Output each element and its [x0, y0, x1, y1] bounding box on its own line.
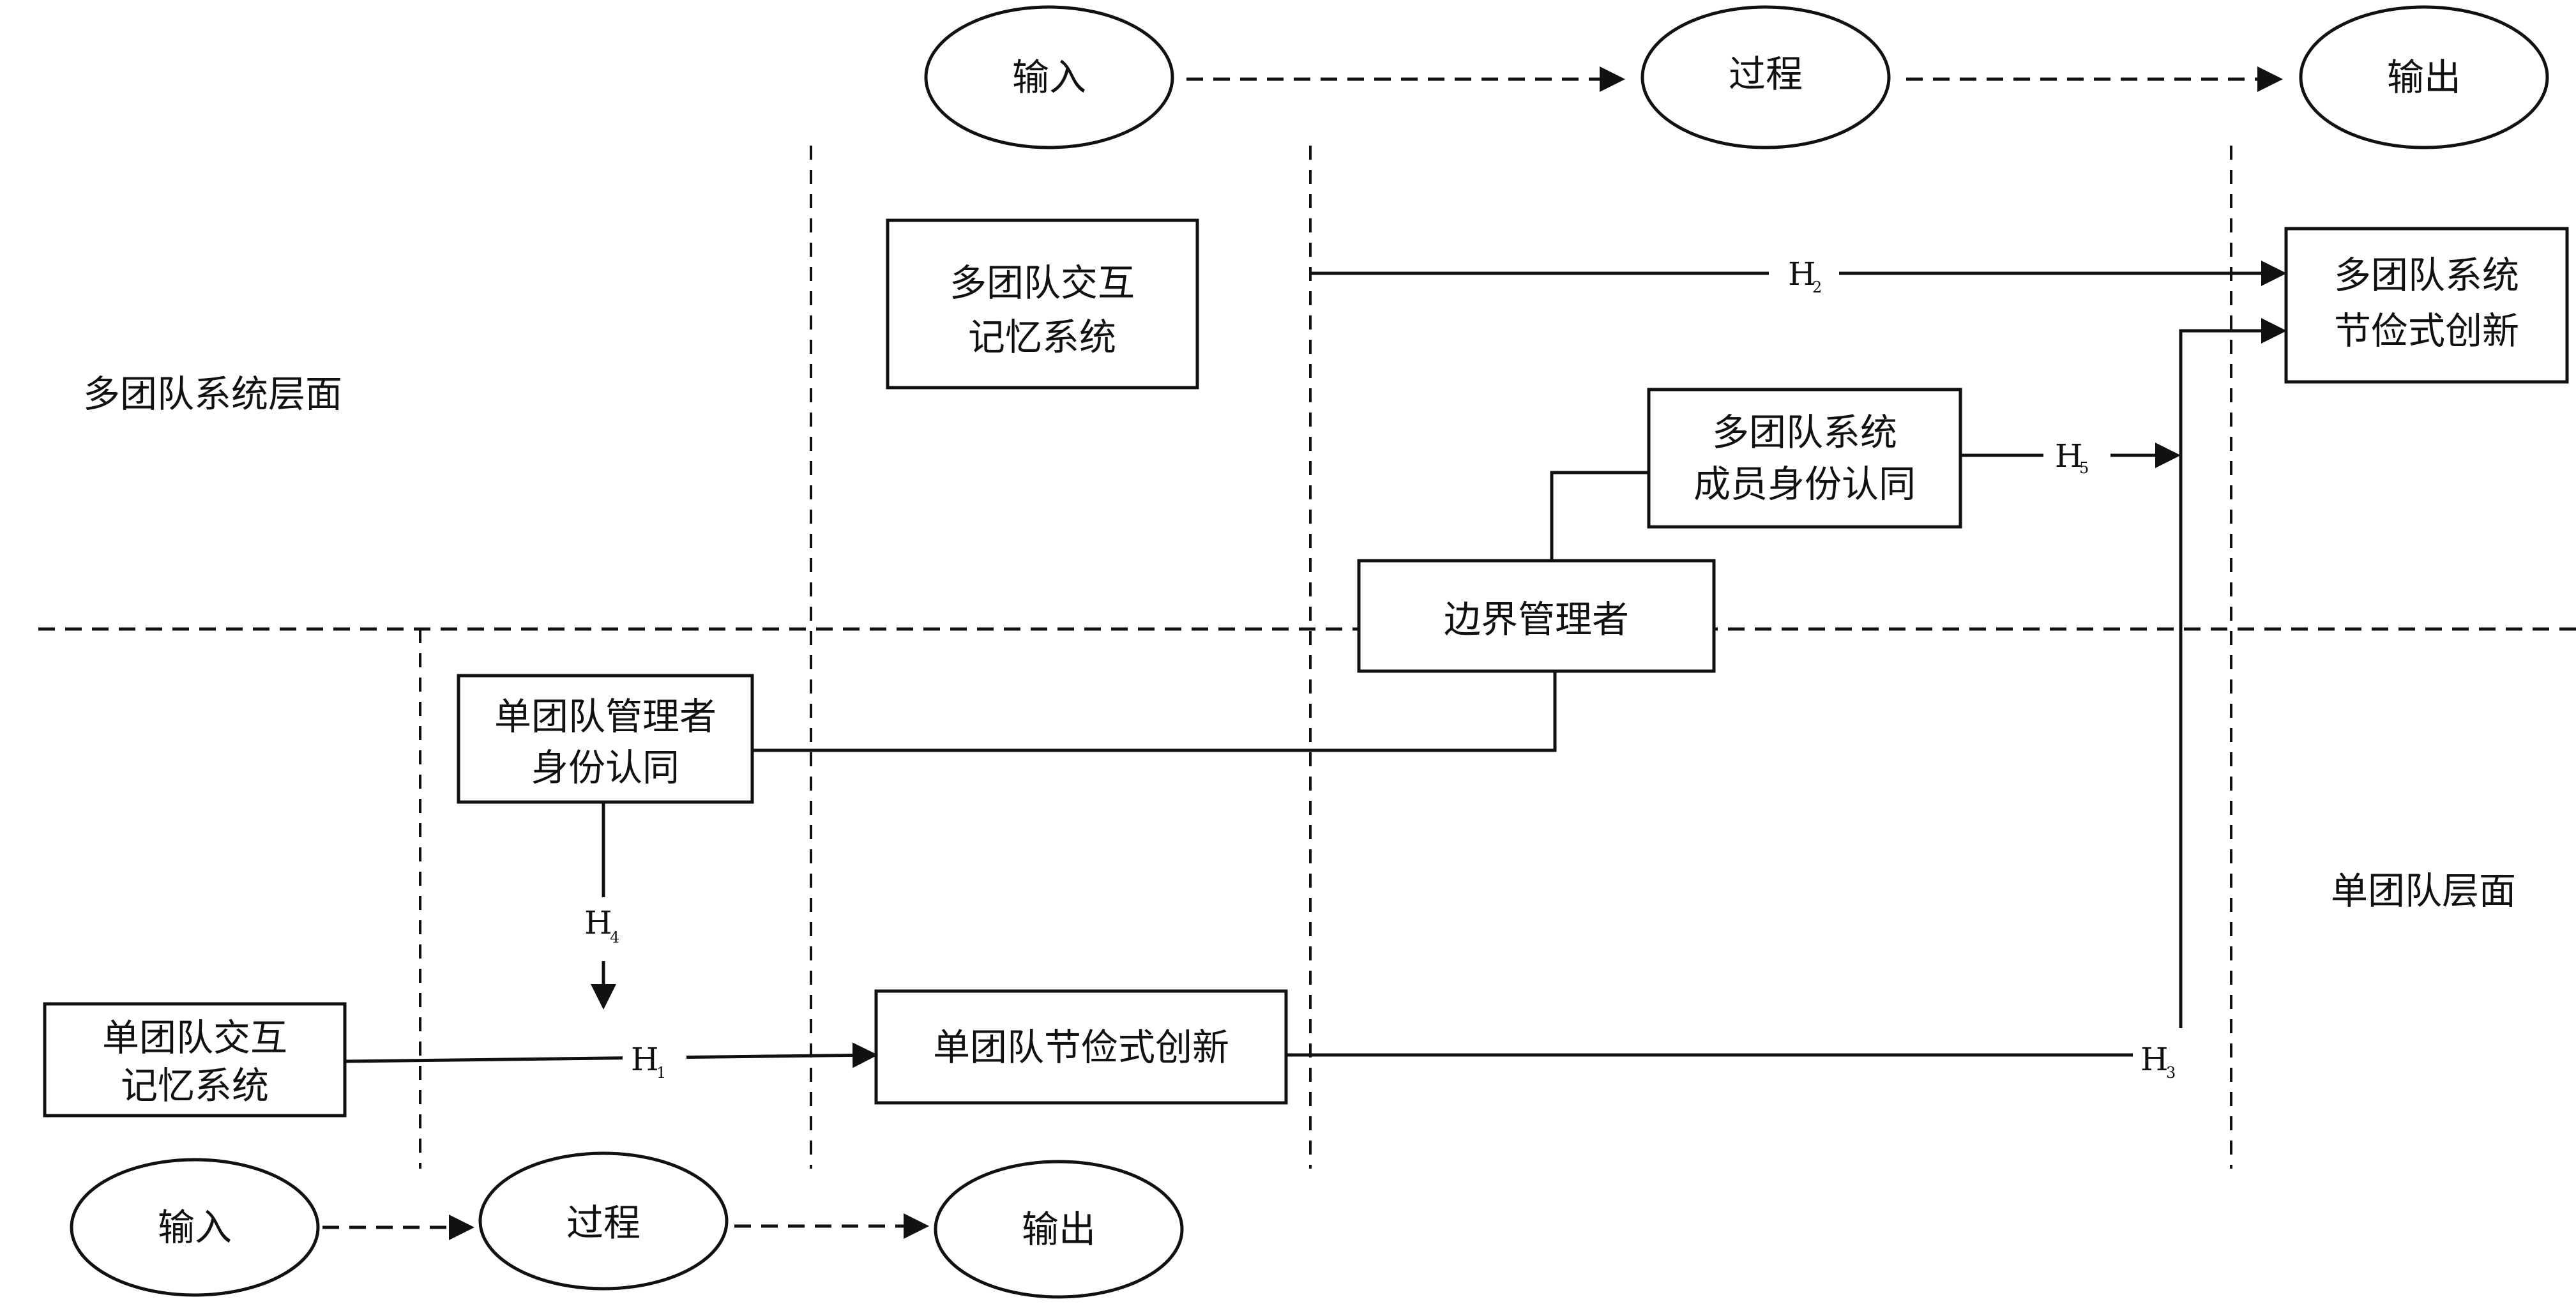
bottom-output-label: 输出 [1022, 1208, 1096, 1251]
hypothesis-h4: H 4 [578, 897, 635, 961]
bottom-flow: 输入 过程 输出 [70, 1151, 1184, 1299]
top-output-ellipse [2299, 5, 2549, 149]
box-mts-identity-line2: 成员身份认同 [1693, 462, 1916, 506]
hypothesis-h1-sub: 1 [656, 1064, 666, 1082]
level-label-single-team: 单团队层面 [2331, 869, 2516, 913]
connector-vertical-to-mts-innovation [2179, 318, 2287, 1028]
box-leader-identity-line1: 单团队管理者 [494, 695, 716, 738]
box-mts-tms: 多团队交互 记忆系统 [886, 218, 1199, 390]
top-flow: 输入 过程 输出 [924, 5, 2549, 149]
box-team-tms: 单团队交互 记忆系统 [43, 1002, 347, 1118]
box-boundary-manager: 边界管理者 [1357, 559, 1716, 673]
box-team-innovation-label: 单团队节俭式创新 [933, 1026, 1229, 1069]
top-output-label: 输出 [2387, 56, 2461, 99]
top-input-ellipse [924, 5, 1174, 149]
box-mts-identity: 多团队系统 成员身份认同 [1647, 388, 1962, 529]
box-leader-identity: 单团队管理者 身份认同 [457, 674, 754, 804]
connector-h1 [344, 1042, 878, 1068]
hypothesis-h2: H 2 [1769, 252, 1839, 297]
bottom-output-ellipse [934, 1160, 1184, 1299]
connector-leader-to-boundary [752, 671, 1557, 752]
box-boundary-manager-label: 边界管理者 [1444, 598, 1629, 641]
hypothesis-h2-letter: H [1788, 255, 1816, 292]
hypothesis-h1: H 1 [623, 1038, 686, 1082]
bottom-process-label: 过程 [566, 1201, 640, 1245]
connector-boundary-to-identity [1550, 471, 1649, 561]
bottom-input-ellipse [70, 1158, 320, 1297]
hypothesis-h3-letter: H [2140, 1041, 2169, 1078]
box-mts-tms-line1: 多团队交互 [950, 261, 1135, 305]
box-mts-tms-line2: 记忆系统 [968, 315, 1116, 359]
hypothesis-h5: H 5 [2043, 434, 2110, 479]
hypothesis-h5-letter: H [2055, 437, 2083, 474]
box-team-innovation: 单团队节俭式创新 [874, 989, 1288, 1105]
hypothesis-h1-letter: H [631, 1041, 659, 1078]
hypothesis-h5-sub: 5 [2079, 459, 2089, 477]
top-process-label: 过程 [1729, 52, 1803, 96]
box-mts-innovation-line2: 节俭式创新 [2334, 309, 2519, 353]
bottom-process-ellipse [478, 1151, 729, 1291]
box-mts-identity-line1: 多团队系统 [1712, 411, 1897, 454]
box-team-tms-line2: 记忆系统 [121, 1064, 269, 1107]
bottom-input-label: 输入 [158, 1206, 232, 1249]
box-leader-identity-line2: 身份认同 [531, 746, 679, 789]
hypothesis-h4-sub: 4 [610, 929, 619, 946]
top-process-ellipse [1640, 5, 1891, 149]
hypothesis-h3: H 3 [2133, 1038, 2203, 1082]
box-mts-innovation: 多团队系统 节俭式创新 [2284, 227, 2569, 384]
box-mts-innovation-line1: 多团队系统 [2334, 254, 2519, 297]
hypothesis-h4-letter: H [584, 904, 612, 941]
hypothesis-h3-sub: 3 [2166, 1064, 2176, 1082]
box-team-tms-line1: 单团队交互 [102, 1016, 287, 1059]
level-label-team-system: 多团队系统层面 [83, 372, 342, 416]
hypothesis-h2-sub: 2 [1812, 278, 1822, 296]
top-input-label: 输入 [1012, 56, 1086, 99]
